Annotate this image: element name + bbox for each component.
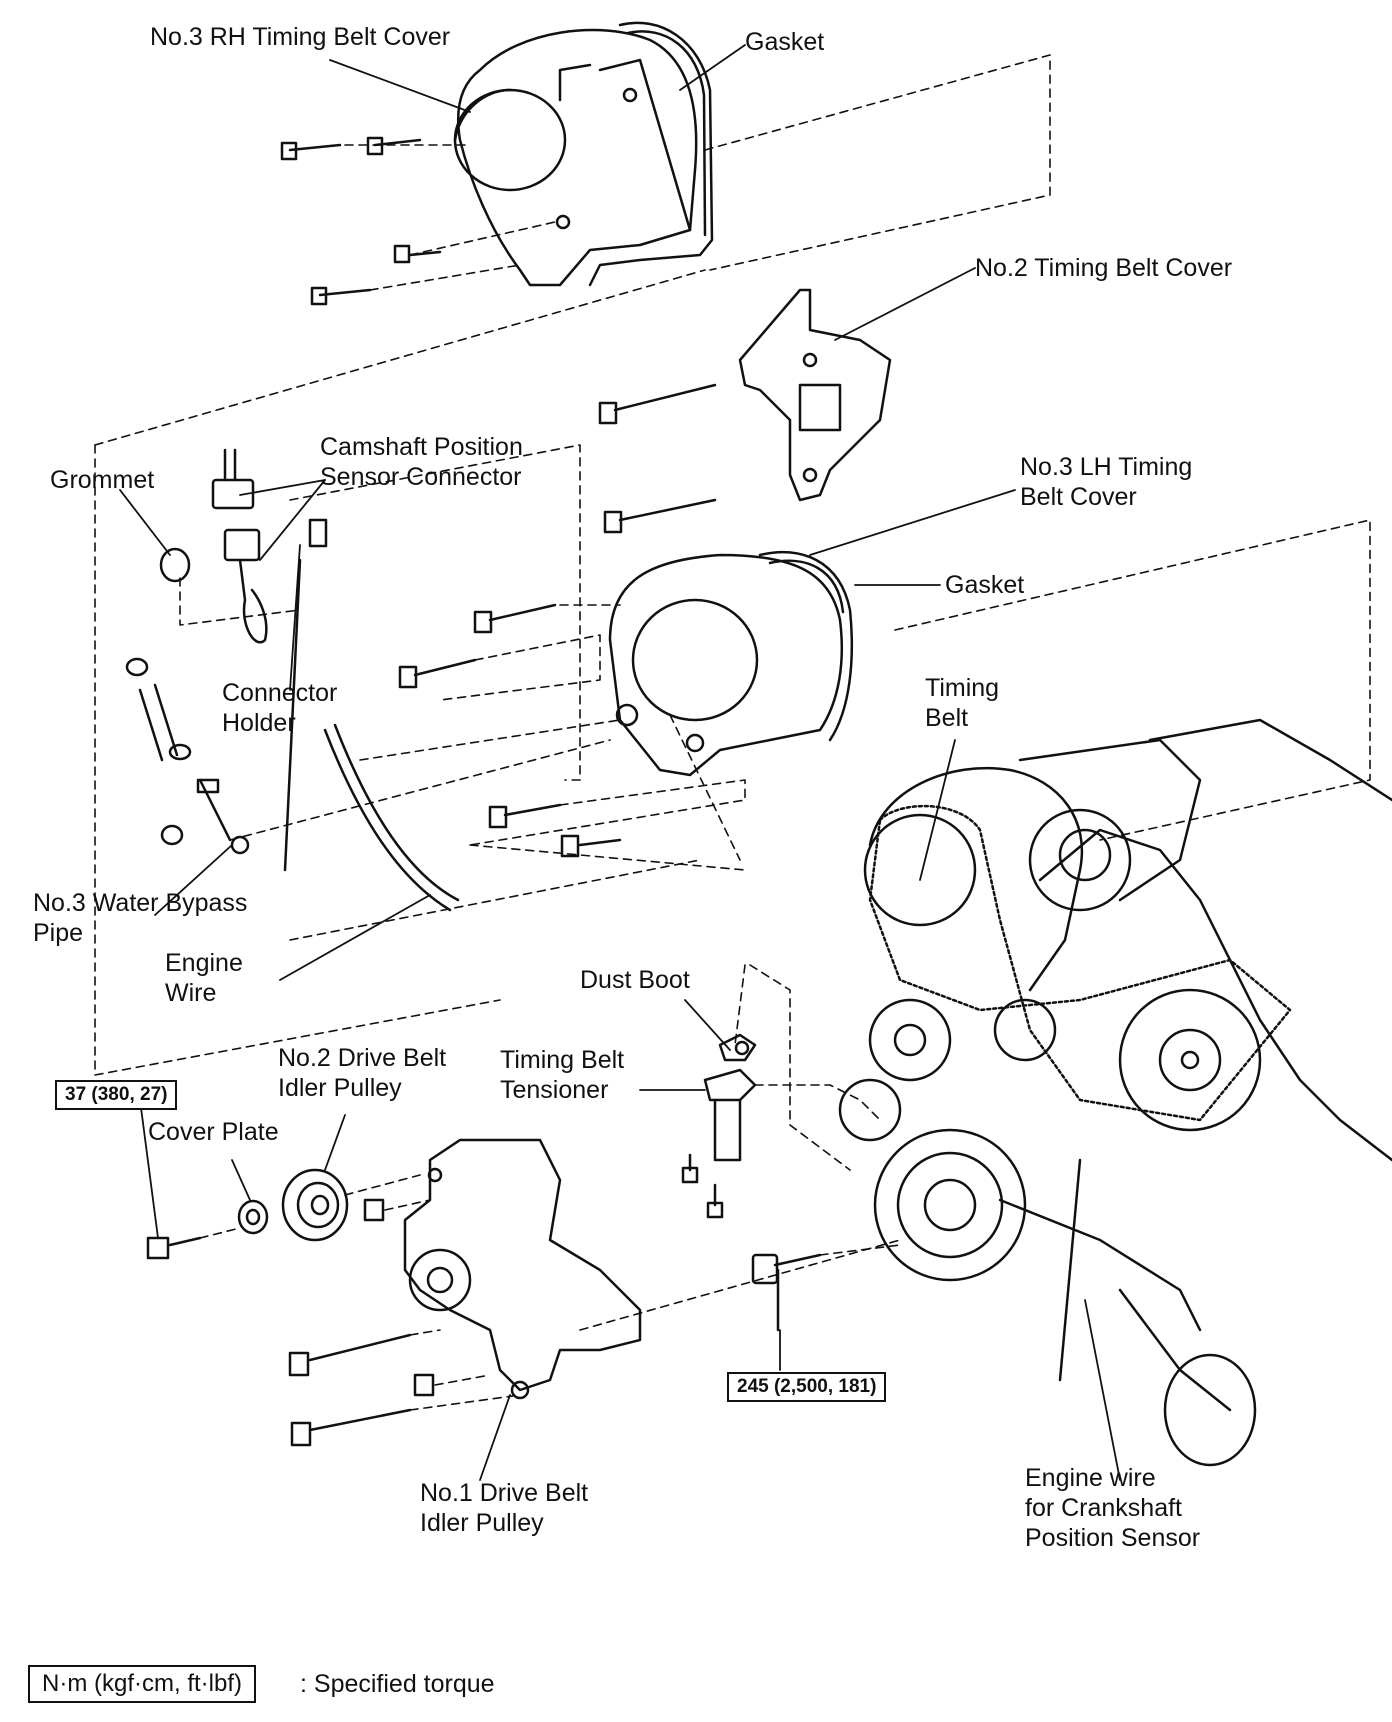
label-no1-idler-line1: No.1 Drive Belt	[420, 1479, 589, 1507]
leader-lines	[119, 44, 1121, 1481]
label-engine-wire-line2: Wire	[165, 979, 217, 1007]
label-timing-belt-line1: Timing	[925, 674, 1000, 702]
crank-guides	[819, 1244, 901, 1256]
label-lh-cover: No.3 LH Timing Belt Cover	[1020, 452, 1192, 512]
label-lh-cover-line2: Belt Cover	[1020, 483, 1137, 511]
label-grommet: Grommet	[50, 466, 155, 494]
legend-meaning: : Specified torque	[300, 1670, 495, 1698]
rh-cover-bolts	[280, 136, 442, 306]
label-rh-cover: No.3 RH Timing Belt Cover	[150, 23, 451, 51]
connector-holder-part	[283, 558, 302, 872]
idler-guides	[94, 999, 901, 1411]
tensioner-guides	[734, 964, 881, 1171]
connector-guides	[94, 444, 701, 1076]
label-gasket-top: Gasket	[745, 28, 825, 56]
label-cam-sensor: Camshaft Position Sensor Connector	[320, 432, 523, 492]
label-tensioner: Timing Belt Tensioner	[500, 1045, 624, 1105]
rh-cover-guides	[94, 54, 1051, 446]
no2-timing-belt-cover	[738, 288, 892, 502]
label-crank-wire-line1: Engine wire	[1025, 1464, 1156, 1492]
label-tensioner-line2: Tensioner	[500, 1076, 609, 1104]
label-crank-wire-line2: for Crankshaft	[1025, 1494, 1183, 1522]
lh-cover-guides	[229, 519, 1371, 871]
label-no1-idler: No.1 Drive Belt Idler Pulley	[420, 1478, 588, 1538]
torque-spec-idler-bolt: 37 (380, 27)	[55, 1080, 178, 1110]
grommet-part	[159, 547, 191, 583]
label-connector-holder: Connector Holder	[222, 678, 337, 738]
label-connector-holder-line2: Holder	[222, 709, 296, 737]
cover-plate-part	[237, 1199, 269, 1235]
water-bypass-pipe	[125, 657, 250, 855]
label-connector-holder-line1: Connector	[222, 679, 338, 707]
lh-timing-belt-cover	[608, 553, 844, 777]
timing-belt-tensioner	[681, 1068, 757, 1219]
label-no2-idler-line1: No.2 Drive Belt	[278, 1044, 447, 1072]
dust-boot-part	[718, 1033, 757, 1062]
lh-cover-bolts	[398, 603, 622, 858]
label-cam-sensor-line1: Camshaft Position	[320, 433, 523, 461]
rh-cover-gasket	[588, 21, 714, 287]
engine-wire-part	[323, 723, 460, 912]
label-tensioner-line1: Timing Belt	[500, 1046, 625, 1074]
timing-belt-part	[868, 804, 1292, 1122]
label-no1-idler-line2: Idler Pulley	[420, 1509, 544, 1537]
no1-drive-belt-idler-bracket	[403, 1138, 642, 1400]
label-cover-plate: Cover Plate	[148, 1118, 279, 1146]
label-crank-wire-line3: Position Sensor	[1025, 1524, 1201, 1552]
torque-spec-crank-bolt: 245 (2,500, 181)	[727, 1372, 887, 1402]
label-gasket-mid: Gasket	[945, 571, 1025, 599]
crankshaft-pulley-bolt	[751, 1253, 822, 1332]
idler-bolts	[146, 1198, 435, 1447]
label-water-bypass-line2: Pipe	[33, 919, 84, 947]
label-lh-cover-line1: No.3 LH Timing	[1020, 453, 1193, 481]
label-no2-cover: No.2 Timing Belt Cover	[975, 254, 1233, 282]
no2-cover-bolts	[598, 383, 717, 534]
label-engine-wire: Engine Wire	[165, 948, 243, 1008]
label-crank-wire: Engine wire for Crankshaft Position Sens…	[1025, 1463, 1200, 1553]
engine-block	[838, 718, 1392, 1467]
camshaft-sensor-connector	[211, 448, 328, 644]
lh-cover-gasket	[758, 550, 854, 742]
legend-units-box: N·m (kgf·cm, ft·lbf)	[28, 1665, 256, 1703]
label-engine-wire-line1: Engine	[165, 949, 243, 977]
rh-timing-belt-cover	[453, 28, 698, 287]
label-water-bypass-line1: No.3 Water Bypass	[33, 889, 248, 917]
label-dust-boot: Dust Boot	[580, 966, 690, 994]
label-no2-idler-line2: Idler Pulley	[278, 1074, 402, 1102]
label-no2-idler: No.2 Drive Belt Idler Pulley	[278, 1043, 446, 1103]
label-timing-belt: Timing Belt	[925, 673, 999, 733]
label-timing-belt-line2: Belt	[925, 704, 969, 732]
label-water-bypass: No.3 Water Bypass Pipe	[33, 888, 247, 948]
label-cam-sensor-line2: Sensor Connector	[320, 463, 522, 491]
no2-drive-belt-idler-pulley	[281, 1168, 349, 1242]
